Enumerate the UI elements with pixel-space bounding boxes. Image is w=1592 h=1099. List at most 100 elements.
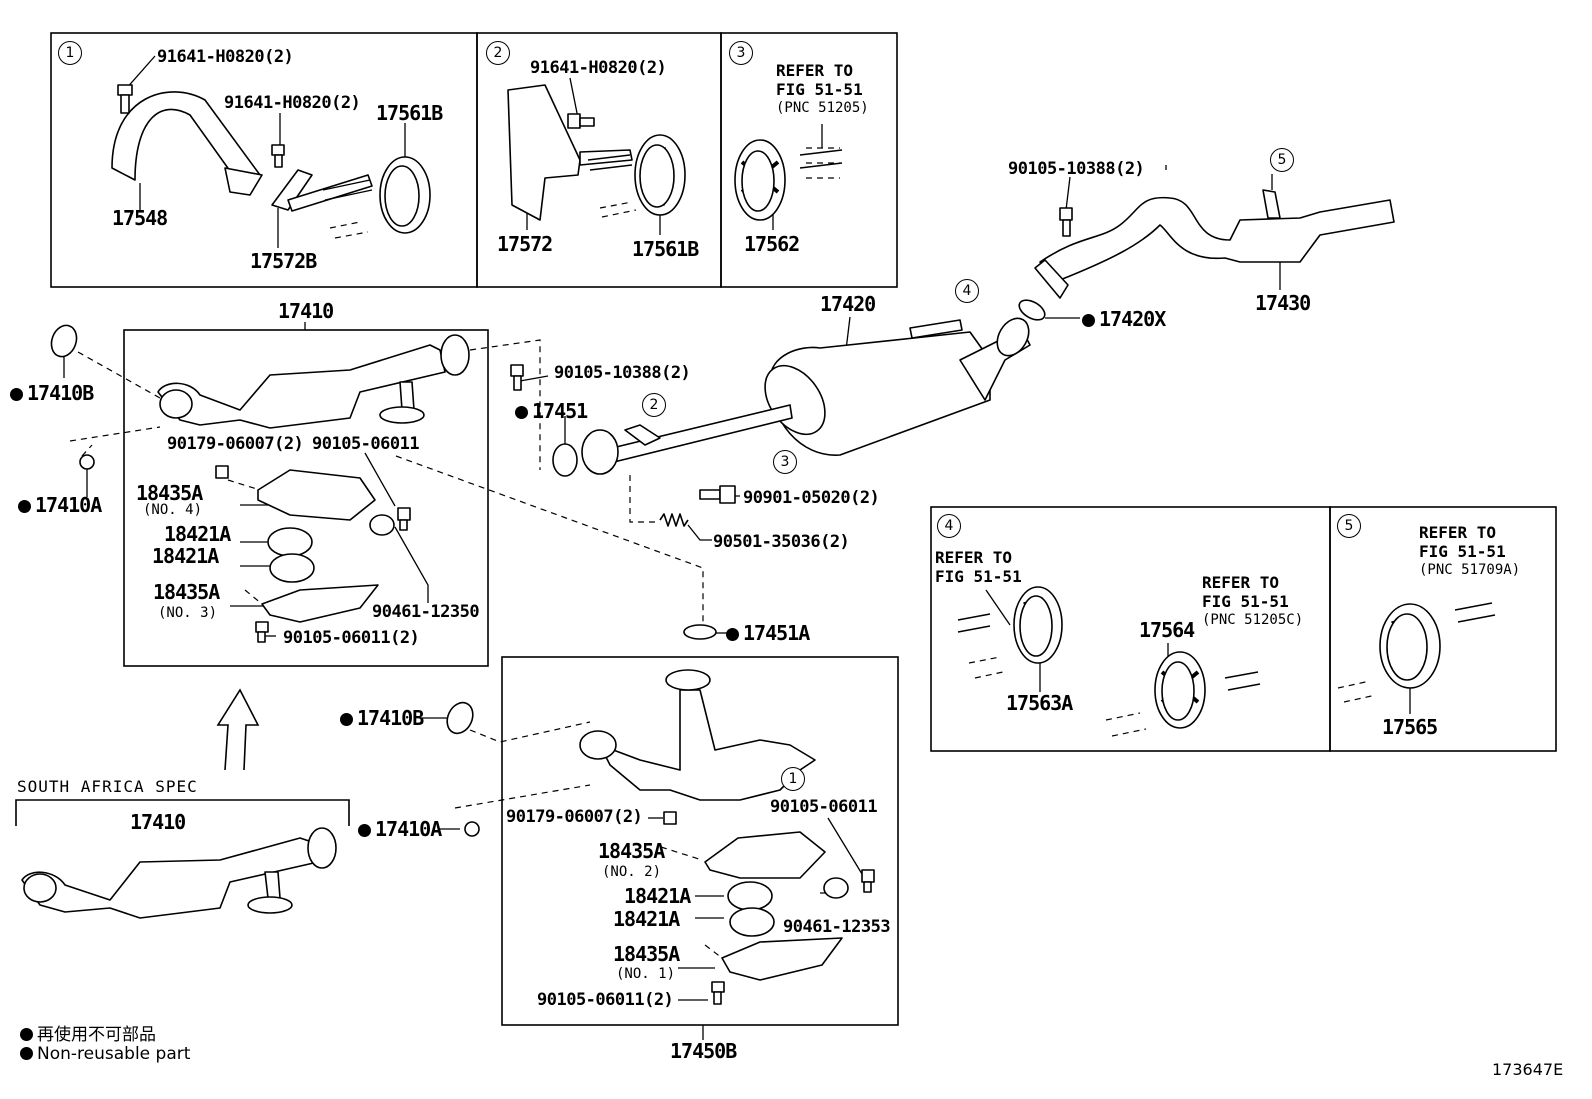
clamp-90461-2 [823, 877, 849, 899]
front-pipe-box-b [501, 656, 899, 1026]
inset-number-2: 2 [486, 41, 510, 65]
insulator-17565 [1379, 603, 1441, 689]
part-label-nonreusable: 17451 [515, 400, 588, 422]
heat-insulator-no4 [257, 469, 376, 521]
nut-90179 [215, 465, 229, 479]
part-label-nonreusable: 17410A [18, 494, 102, 516]
heat-insulator-no2 [704, 831, 826, 879]
gasket-17420X [1018, 299, 1046, 321]
part-label: 17572B [250, 249, 317, 273]
part-label: 91641-H0820(2) [157, 47, 294, 67]
part-label: 90105-10388(2) [554, 363, 691, 383]
part-label-nonreusable: 17420X [1082, 308, 1166, 330]
part-label: 18421A [624, 884, 691, 908]
part-label: 17562 [744, 232, 800, 256]
part-label: 90901-05020(2) [743, 488, 880, 508]
part-label: 90105-06011 [312, 434, 420, 454]
part-label: 18435A [153, 580, 220, 604]
gasket-17451A [683, 624, 717, 640]
inset-number-5: 5 [1337, 514, 1361, 538]
clamp-18421A-3 [727, 881, 773, 911]
inset-number-4: 4 [937, 514, 961, 538]
part-label: 18421A [152, 544, 219, 568]
arrow-up-icon [216, 688, 260, 771]
flange-17420 [581, 429, 619, 475]
clamp-18421A-4 [729, 907, 775, 937]
part-sub-label: (NO. 1) [616, 966, 676, 982]
diagram-id: 173647E [1492, 1060, 1564, 1079]
bolt-icon [255, 621, 269, 643]
bolt-icon [397, 507, 411, 531]
clamp-18421A [269, 553, 315, 583]
nut-17410A [79, 454, 95, 470]
bolt-icon [699, 485, 736, 504]
part-sub-label: (NO. 2) [602, 864, 662, 880]
part-label: 91641-H0820(2) [530, 58, 667, 78]
heat-insulator-no3 [261, 584, 379, 623]
clamp-90461 [369, 514, 395, 536]
bolt-icon [510, 364, 524, 391]
tail-pipe-17430 [1034, 189, 1395, 299]
gasket-17410B-2 [446, 701, 474, 735]
part-label: 17548 [112, 206, 168, 230]
part-label: 91641-H0820(2) [224, 93, 361, 113]
muffler-17420 [611, 317, 1031, 463]
part-label: 17565 [1382, 715, 1438, 739]
front-pipe-17450B [579, 669, 816, 801]
part-label: 18435A [598, 839, 665, 863]
part-label: 17572 [497, 232, 553, 256]
callout-number-4: 4 [955, 279, 979, 303]
insulator-17561B [379, 156, 431, 234]
part-label: 90105-06011 [770, 797, 878, 817]
part-label: 90461-12353 [783, 917, 891, 937]
bolt-icon [711, 981, 725, 1005]
part-label: 18435A [136, 481, 203, 505]
spring-90501 [659, 513, 689, 527]
callout-number-5: 5 [1270, 148, 1294, 172]
part-label-nonreusable: 17410B [10, 382, 94, 404]
inset-number-3: 3 [729, 41, 753, 65]
spec-label: SOUTH AFRICA SPEC [17, 777, 198, 796]
part-label: 90105-06011(2) [283, 628, 420, 648]
part-label: 18421A [613, 907, 680, 931]
insulator-17563A [1013, 586, 1063, 664]
part-label: 17410 [130, 810, 186, 834]
front-pipe-box [123, 329, 489, 667]
part-label: 17430 [1255, 291, 1311, 315]
bracket-17572B [271, 169, 313, 211]
part-label: 17410 [278, 299, 334, 323]
heat-insulator-no1 [721, 937, 843, 981]
part-label: 18421A [164, 522, 231, 546]
bolt-icon [861, 869, 875, 893]
bolt-icon [271, 144, 285, 168]
insulator-17561B [634, 134, 686, 216]
bolt-icon [117, 84, 133, 114]
part-label: 17450B [670, 1039, 737, 1063]
part-label: 90179-06007(2) [506, 807, 643, 827]
front-pipe-17410-sa [21, 827, 337, 919]
part-label: 90501-35036(2) [713, 532, 850, 552]
inset-box-5 [1329, 506, 1557, 752]
part-label: 17561B [376, 101, 443, 125]
nut-90179-2 [663, 811, 677, 825]
part-label: 18435A [613, 942, 680, 966]
part-label: 17564 [1139, 618, 1195, 642]
callout-number-2: 2 [642, 393, 666, 417]
inset-box-3 [720, 32, 898, 288]
part-label-nonreusable: 17410B [340, 707, 424, 729]
bolt-icon [1059, 207, 1073, 237]
part-label: 90105-06011(2) [537, 990, 674, 1010]
part-label: 17561B [632, 237, 699, 261]
part-sub-label: (NO. 4) [143, 502, 203, 518]
gasket-17451 [552, 443, 578, 477]
part-label: 17563A [1006, 691, 1073, 715]
part-label-nonreusable: 17451A [726, 622, 810, 644]
part-label: 90105-10388(2) [1008, 159, 1145, 179]
gasket-17410B [50, 324, 78, 358]
callout-number-1: 1 [781, 767, 805, 791]
